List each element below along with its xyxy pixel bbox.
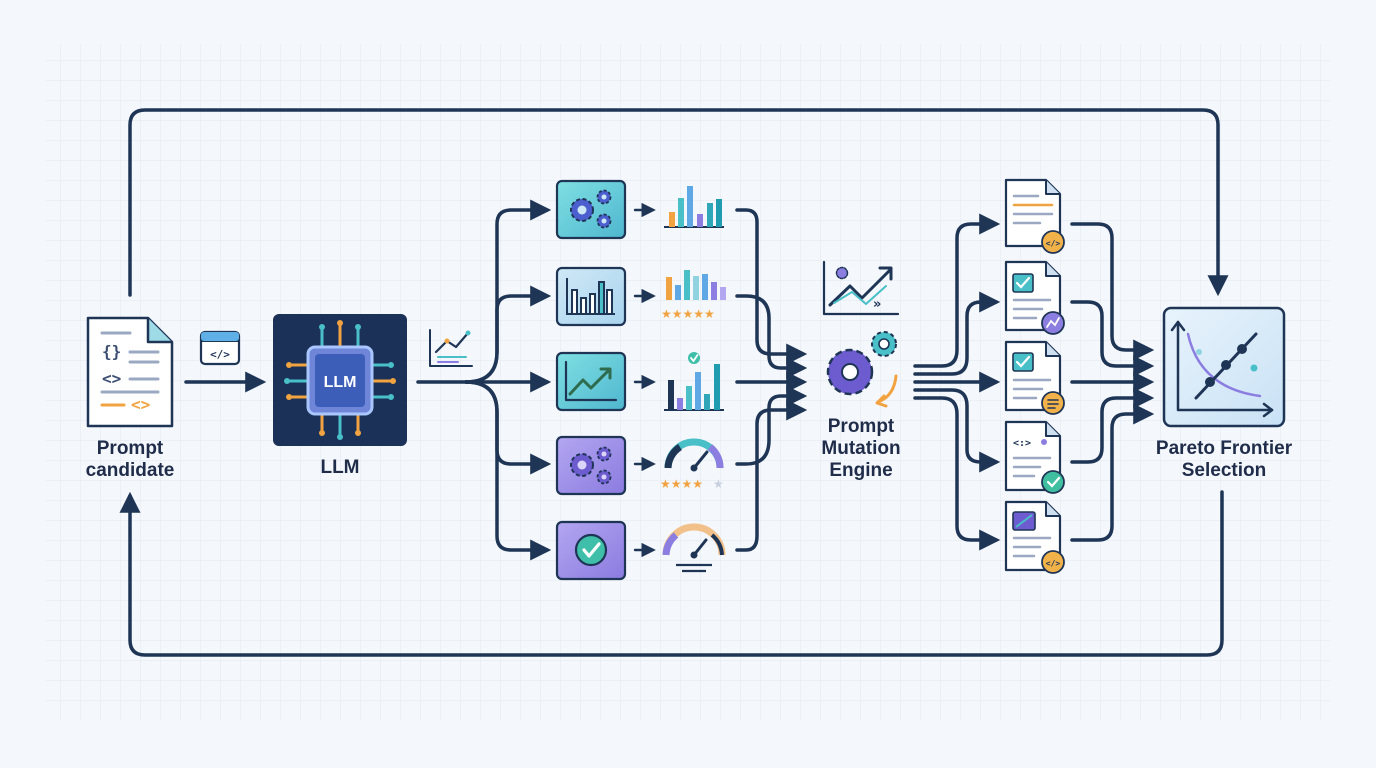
chip-pins xyxy=(284,320,396,440)
svg-text:<:>: <:> xyxy=(1013,438,1031,449)
trend-chart-icon: » xyxy=(822,260,900,316)
mutation-engine-label-line3: Engine xyxy=(829,460,893,481)
svg-text:<>: <> xyxy=(102,369,121,388)
svg-text:{}: {} xyxy=(102,342,121,361)
evaluator-tile-5 xyxy=(555,520,627,581)
mutation-document-1: </> xyxy=(1004,178,1065,254)
mutation-document-4: <:> xyxy=(1004,420,1065,494)
pareto-label-line1: Pareto Frontier xyxy=(1155,438,1293,459)
llm-label-text: LLM xyxy=(320,457,360,478)
converge-arrows xyxy=(735,208,808,552)
code-window-icon: </> xyxy=(199,330,241,366)
bar-chart-icon xyxy=(566,278,615,315)
bottom-loop-arrow xyxy=(119,490,1224,657)
mutation-document-3 xyxy=(1004,340,1065,415)
gears-icon xyxy=(570,446,612,485)
prompt-candidate-label-line2: candidate xyxy=(85,460,175,481)
svg-text:</>: </> xyxy=(1046,239,1061,248)
pareto-label-line2: Selection xyxy=(1181,460,1267,481)
feedback-loop-arrows xyxy=(119,108,1229,657)
evaluator-tile-3 xyxy=(555,351,627,412)
svg-text:★: ★ xyxy=(713,477,724,491)
metric-bar-chart-stars-2: ★★★★★ xyxy=(661,270,726,321)
svg-text:</>: </> xyxy=(210,348,230,361)
mutation-document-2 xyxy=(1004,260,1065,335)
trend-up-icon xyxy=(564,360,618,402)
svg-text:»: » xyxy=(873,297,881,312)
mutation-engine-label-line2: Mutation xyxy=(821,438,901,459)
mutation-engine-node: » xyxy=(822,260,900,408)
mutation-engine-label: Prompt Mutation Engine xyxy=(800,416,922,482)
llm-label: LLM xyxy=(300,457,380,479)
pareto-node xyxy=(1162,306,1286,428)
prompt-candidate-label: Prompt candidate xyxy=(68,438,192,482)
stars-icon: ★★★★ xyxy=(660,477,703,491)
pareto-chart-icon xyxy=(1170,320,1274,418)
line-chart-icon xyxy=(429,329,473,367)
tile-to-metric-arrows xyxy=(633,202,656,558)
mutation-document-5: </> xyxy=(1004,500,1065,574)
metric-gauge-stars-4: ★★★★ ★ xyxy=(660,438,724,491)
metric-gauge-5 xyxy=(662,523,726,573)
llm-node: LLM xyxy=(273,314,407,446)
llm-chip-text: LLM xyxy=(324,374,357,391)
prompt-candidate-label-line1: Prompt xyxy=(96,438,164,459)
top-loop-arrow xyxy=(128,108,1229,297)
fanout-arrows xyxy=(416,199,552,561)
stars-icon: ★★★★★ xyxy=(661,307,715,321)
evaluator-tile-2 xyxy=(555,266,627,327)
metric-bar-chart-1 xyxy=(664,186,724,228)
svg-text:</>: </> xyxy=(1046,559,1061,568)
document-icon xyxy=(86,316,174,428)
prompt-candidate-node: {} <> <> xyxy=(86,316,174,428)
pareto-label: Pareto Frontier Selection xyxy=(1146,438,1302,482)
gears-icon xyxy=(570,189,612,229)
mutation-engine-label-line1: Prompt xyxy=(827,416,895,437)
gears-icon xyxy=(826,331,898,408)
evaluator-tile-1 xyxy=(555,179,627,240)
metric-bar-chart-check-3 xyxy=(664,352,724,411)
evaluator-tile-4 xyxy=(555,435,627,496)
mutation-fanout-arrows xyxy=(913,213,1001,551)
checkmark-icon xyxy=(574,533,608,567)
pareto-converge-arrows xyxy=(1070,222,1155,542)
svg-text:<>: <> xyxy=(131,395,150,414)
